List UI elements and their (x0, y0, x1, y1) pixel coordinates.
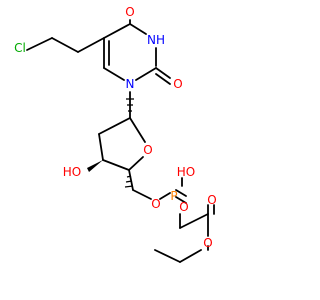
stereo-bonds (87, 98, 134, 188)
chemical-structure-diagram: Cl O NH O N O HO O HO P O O O (14, 5, 217, 263)
atom-label-nh: NH (147, 33, 165, 47)
atom-label-oxygen-phosphoryl: O (179, 200, 188, 214)
atom-label-oxygen-c4: O (125, 5, 134, 19)
atom-label-phosphorus: P (170, 189, 177, 203)
atom-label-oxygen-c2: O (173, 77, 182, 91)
atom-label-oxygen-ester-link: O (151, 197, 160, 211)
atom-label-oxygen-sugar-ring: O (143, 143, 152, 157)
atom-labels: Cl O NH O N O HO O HO P O O O (14, 5, 217, 250)
atom-label-hydroxyl-phosphorus: HO (177, 165, 195, 179)
atom-label-oxygen-ethoxy: O (203, 236, 212, 250)
atom-label-nitrogen-n1: N (126, 77, 135, 91)
atom-label-oxygen-carbonyl: O (207, 193, 216, 207)
atom-label-hydroxyl-sugar: HO (63, 165, 81, 179)
bond-lines (26, 19, 215, 263)
atom-label-chlorine: Cl (14, 41, 26, 55)
